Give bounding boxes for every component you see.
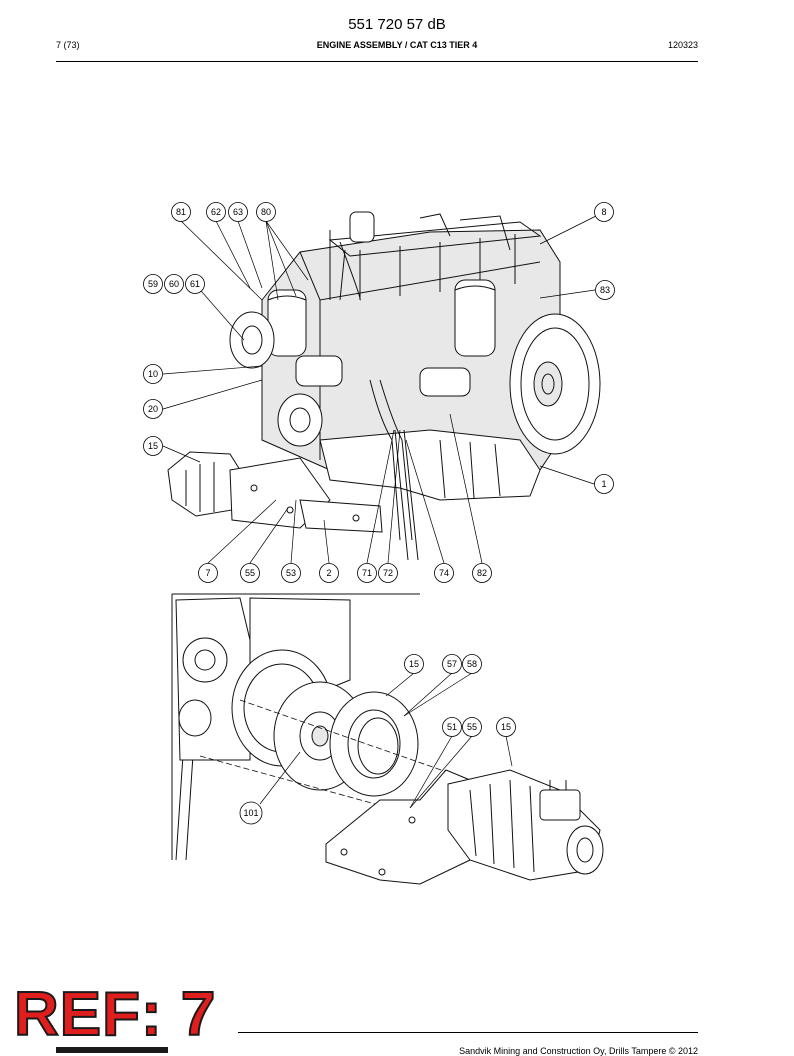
callout-82: 82: [472, 563, 492, 583]
callout-57: 57: [442, 654, 462, 674]
callout-83: 83: [595, 280, 615, 300]
callout-51: 51: [442, 717, 462, 737]
document-date: 120323: [667, 40, 698, 50]
callout-label: 53: [286, 568, 296, 578]
callout-74: 74: [434, 563, 454, 583]
callout-label: 74: [439, 568, 449, 578]
callout-label: 60: [169, 279, 179, 289]
callout-label: 20: [148, 404, 158, 414]
company-logo-strip: [56, 1047, 168, 1053]
callout-80: 80: [256, 202, 276, 222]
engine-assembly-drawing: [167, 211, 601, 561]
callout-62: 62: [206, 202, 226, 222]
callout-label: 15: [148, 441, 158, 451]
callout-label: 55: [245, 568, 255, 578]
callout-101: 101: [239, 801, 263, 825]
callout-60: 60: [164, 274, 184, 294]
callout-2: 2: [319, 563, 339, 583]
callout-55-mount: 55: [462, 717, 482, 737]
callout-label: 62: [211, 207, 221, 217]
callout-label: 80: [261, 207, 271, 217]
callout-63: 63: [228, 202, 248, 222]
callout-label: 59: [148, 279, 158, 289]
callout-label: 61: [190, 279, 200, 289]
callout-label: 82: [477, 568, 487, 578]
callout-label: 7: [205, 568, 210, 578]
callout-58: 58: [462, 654, 482, 674]
callout-label: 8: [601, 207, 606, 217]
callout-59: 59: [143, 274, 163, 294]
callout-label: 72: [383, 568, 393, 578]
callout-label: 63: [233, 207, 243, 217]
callout-72: 72: [378, 563, 398, 583]
callout-label: 1: [601, 479, 606, 489]
callout-55: 55: [240, 563, 260, 583]
callout-label: 51: [447, 722, 457, 732]
callout-label: 71: [362, 568, 372, 578]
callout-8: 8: [594, 202, 614, 222]
footer-rule: [238, 1032, 698, 1033]
page-title: ENGINE ASSEMBLY / CAT C13 TIER 4: [316, 40, 478, 50]
callout-label: 10: [148, 369, 158, 379]
callout-1: 1: [594, 474, 614, 494]
callout-81: 81: [171, 202, 191, 222]
pump-drive-exploded-drawing: [171, 593, 604, 885]
callout-label: 58: [467, 659, 477, 669]
footer-copyright: Sandvik Mining and Construction Oy, Dril…: [459, 1046, 698, 1056]
callout-label: 101: [243, 808, 258, 818]
callout-label: 2: [326, 568, 331, 578]
callout-15: 15: [143, 436, 163, 456]
callout-label: 83: [600, 285, 610, 295]
ref-stamp: REF: 7: [13, 980, 217, 1049]
header-rule: [56, 61, 698, 62]
document-number: 551 720 57 dB: [348, 16, 446, 33]
callout-label: 81: [176, 207, 186, 217]
callout-label: 15: [409, 659, 419, 669]
callout-15-flange: 15: [404, 654, 424, 674]
callout-10: 10: [143, 364, 163, 384]
callout-label: 15: [501, 722, 511, 732]
callout-15-pump: 15: [496, 717, 516, 737]
bottom-leader-lines: [259, 672, 513, 809]
callout-61: 61: [185, 274, 205, 294]
callout-20: 20: [143, 399, 163, 419]
callout-label: 55: [467, 722, 477, 732]
page-number: 7 (73): [56, 40, 80, 50]
top-leader-lines: [162, 211, 605, 564]
callout-label: 57: [447, 659, 457, 669]
callout-7: 7: [198, 563, 218, 583]
callout-53: 53: [281, 563, 301, 583]
callout-71: 71: [357, 563, 377, 583]
